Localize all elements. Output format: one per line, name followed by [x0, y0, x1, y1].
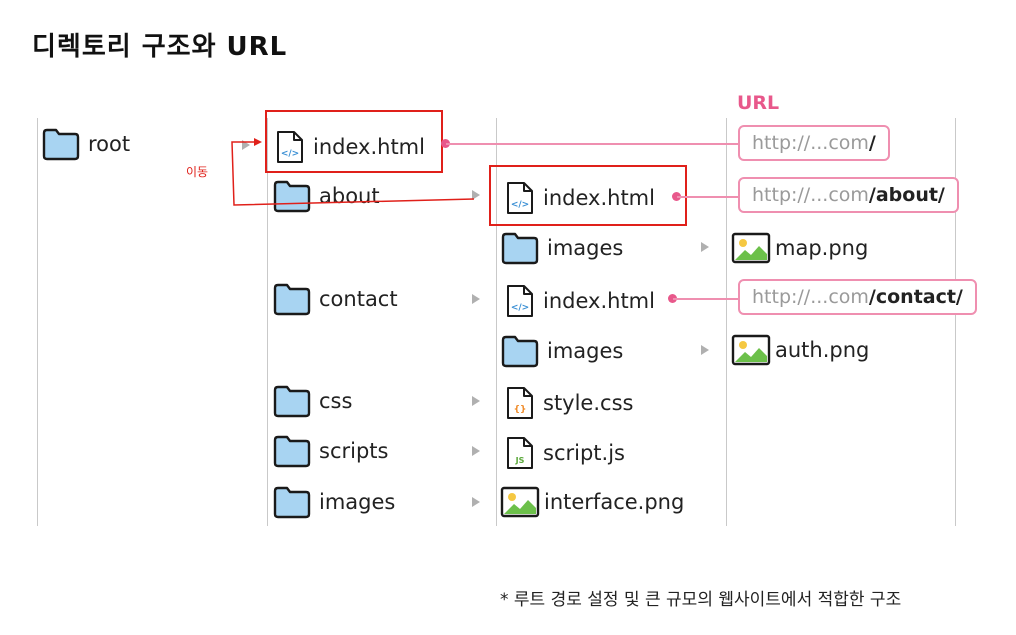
file-index-root[interactable]: index.html: [275, 127, 425, 167]
file-label: index.html: [543, 289, 655, 313]
folder-contact-images[interactable]: images: [501, 331, 623, 371]
url-box-root: http://...com/: [738, 125, 890, 161]
arrowhead-icon: [254, 138, 262, 146]
folder-contact[interactable]: contact: [273, 279, 398, 319]
column-divider: [37, 118, 38, 526]
file-map-png[interactable]: map.png: [731, 228, 868, 268]
column-divider: [267, 118, 268, 526]
folder-about[interactable]: about: [273, 176, 380, 216]
expand-arrow-icon: [242, 140, 250, 150]
expand-arrow-icon: [472, 190, 480, 200]
expand-arrow-icon: [701, 345, 709, 355]
column-divider: [726, 118, 727, 526]
file-label: index.html: [313, 135, 425, 159]
column-divider: [955, 118, 956, 526]
file-interface-png[interactable]: interface.png: [500, 482, 684, 522]
expand-arrow-icon: [472, 446, 480, 456]
url-base: http://...com: [752, 286, 869, 308]
file-label: index.html: [543, 186, 655, 210]
expand-arrow-icon: [701, 242, 709, 252]
file-label: style.css: [543, 391, 634, 415]
move-label: 이동: [186, 165, 209, 179]
highlight-box-about-index: [489, 165, 687, 226]
url-base: http://...com: [752, 184, 869, 206]
url-base: http://...com: [752, 132, 869, 154]
folder-label: root: [88, 132, 131, 156]
url-box-about: http://...com/about/: [738, 177, 959, 213]
expand-arrow-icon: [472, 294, 480, 304]
url-path: /about/: [868, 184, 945, 206]
footnote: * 루트 경로 설정 및 큰 규모의 웹사이트에서 적합한 구조: [500, 590, 902, 610]
folder-label: about: [319, 184, 380, 208]
connector-dot: [672, 192, 681, 201]
column-divider: [496, 118, 497, 526]
folder-label: css: [319, 389, 353, 413]
connector-dot: [441, 139, 450, 148]
url-path: /contact/: [868, 286, 963, 308]
expand-arrow-icon: [472, 497, 480, 507]
url-box-contact: http://...com/contact/: [738, 279, 977, 315]
file-index-contact[interactable]: index.html: [505, 281, 655, 321]
file-label: script.js: [543, 441, 625, 465]
folder-label: images: [547, 339, 624, 363]
folder-label: images: [547, 236, 624, 260]
url-header: URL: [737, 92, 780, 114]
folder-root[interactable]: root: [42, 124, 130, 164]
folder-label: scripts: [319, 439, 389, 463]
folder-css[interactable]: css: [273, 381, 352, 421]
expand-arrow-icon: [472, 396, 480, 406]
folder-label: contact: [319, 287, 398, 311]
url-path: /: [868, 132, 876, 154]
file-label: auth.png: [775, 338, 870, 362]
file-label: interface.png: [544, 490, 685, 514]
connector-line: [673, 298, 738, 300]
connector-line: [677, 196, 738, 198]
connector-line: [446, 143, 738, 145]
file-auth-png[interactable]: auth.png: [731, 330, 869, 370]
file-style-css[interactable]: style.css: [505, 383, 633, 423]
folder-label: images: [319, 490, 396, 514]
folder-images[interactable]: images: [273, 482, 395, 522]
page-title: 디렉토리 구조와 URL: [32, 32, 288, 62]
connector-dot: [668, 294, 677, 303]
file-script-js[interactable]: script.js: [505, 433, 625, 473]
file-index-about[interactable]: index.html: [505, 178, 655, 218]
file-label: map.png: [775, 236, 869, 260]
folder-scripts[interactable]: scripts: [273, 431, 388, 471]
folder-about-images[interactable]: images: [501, 228, 623, 268]
